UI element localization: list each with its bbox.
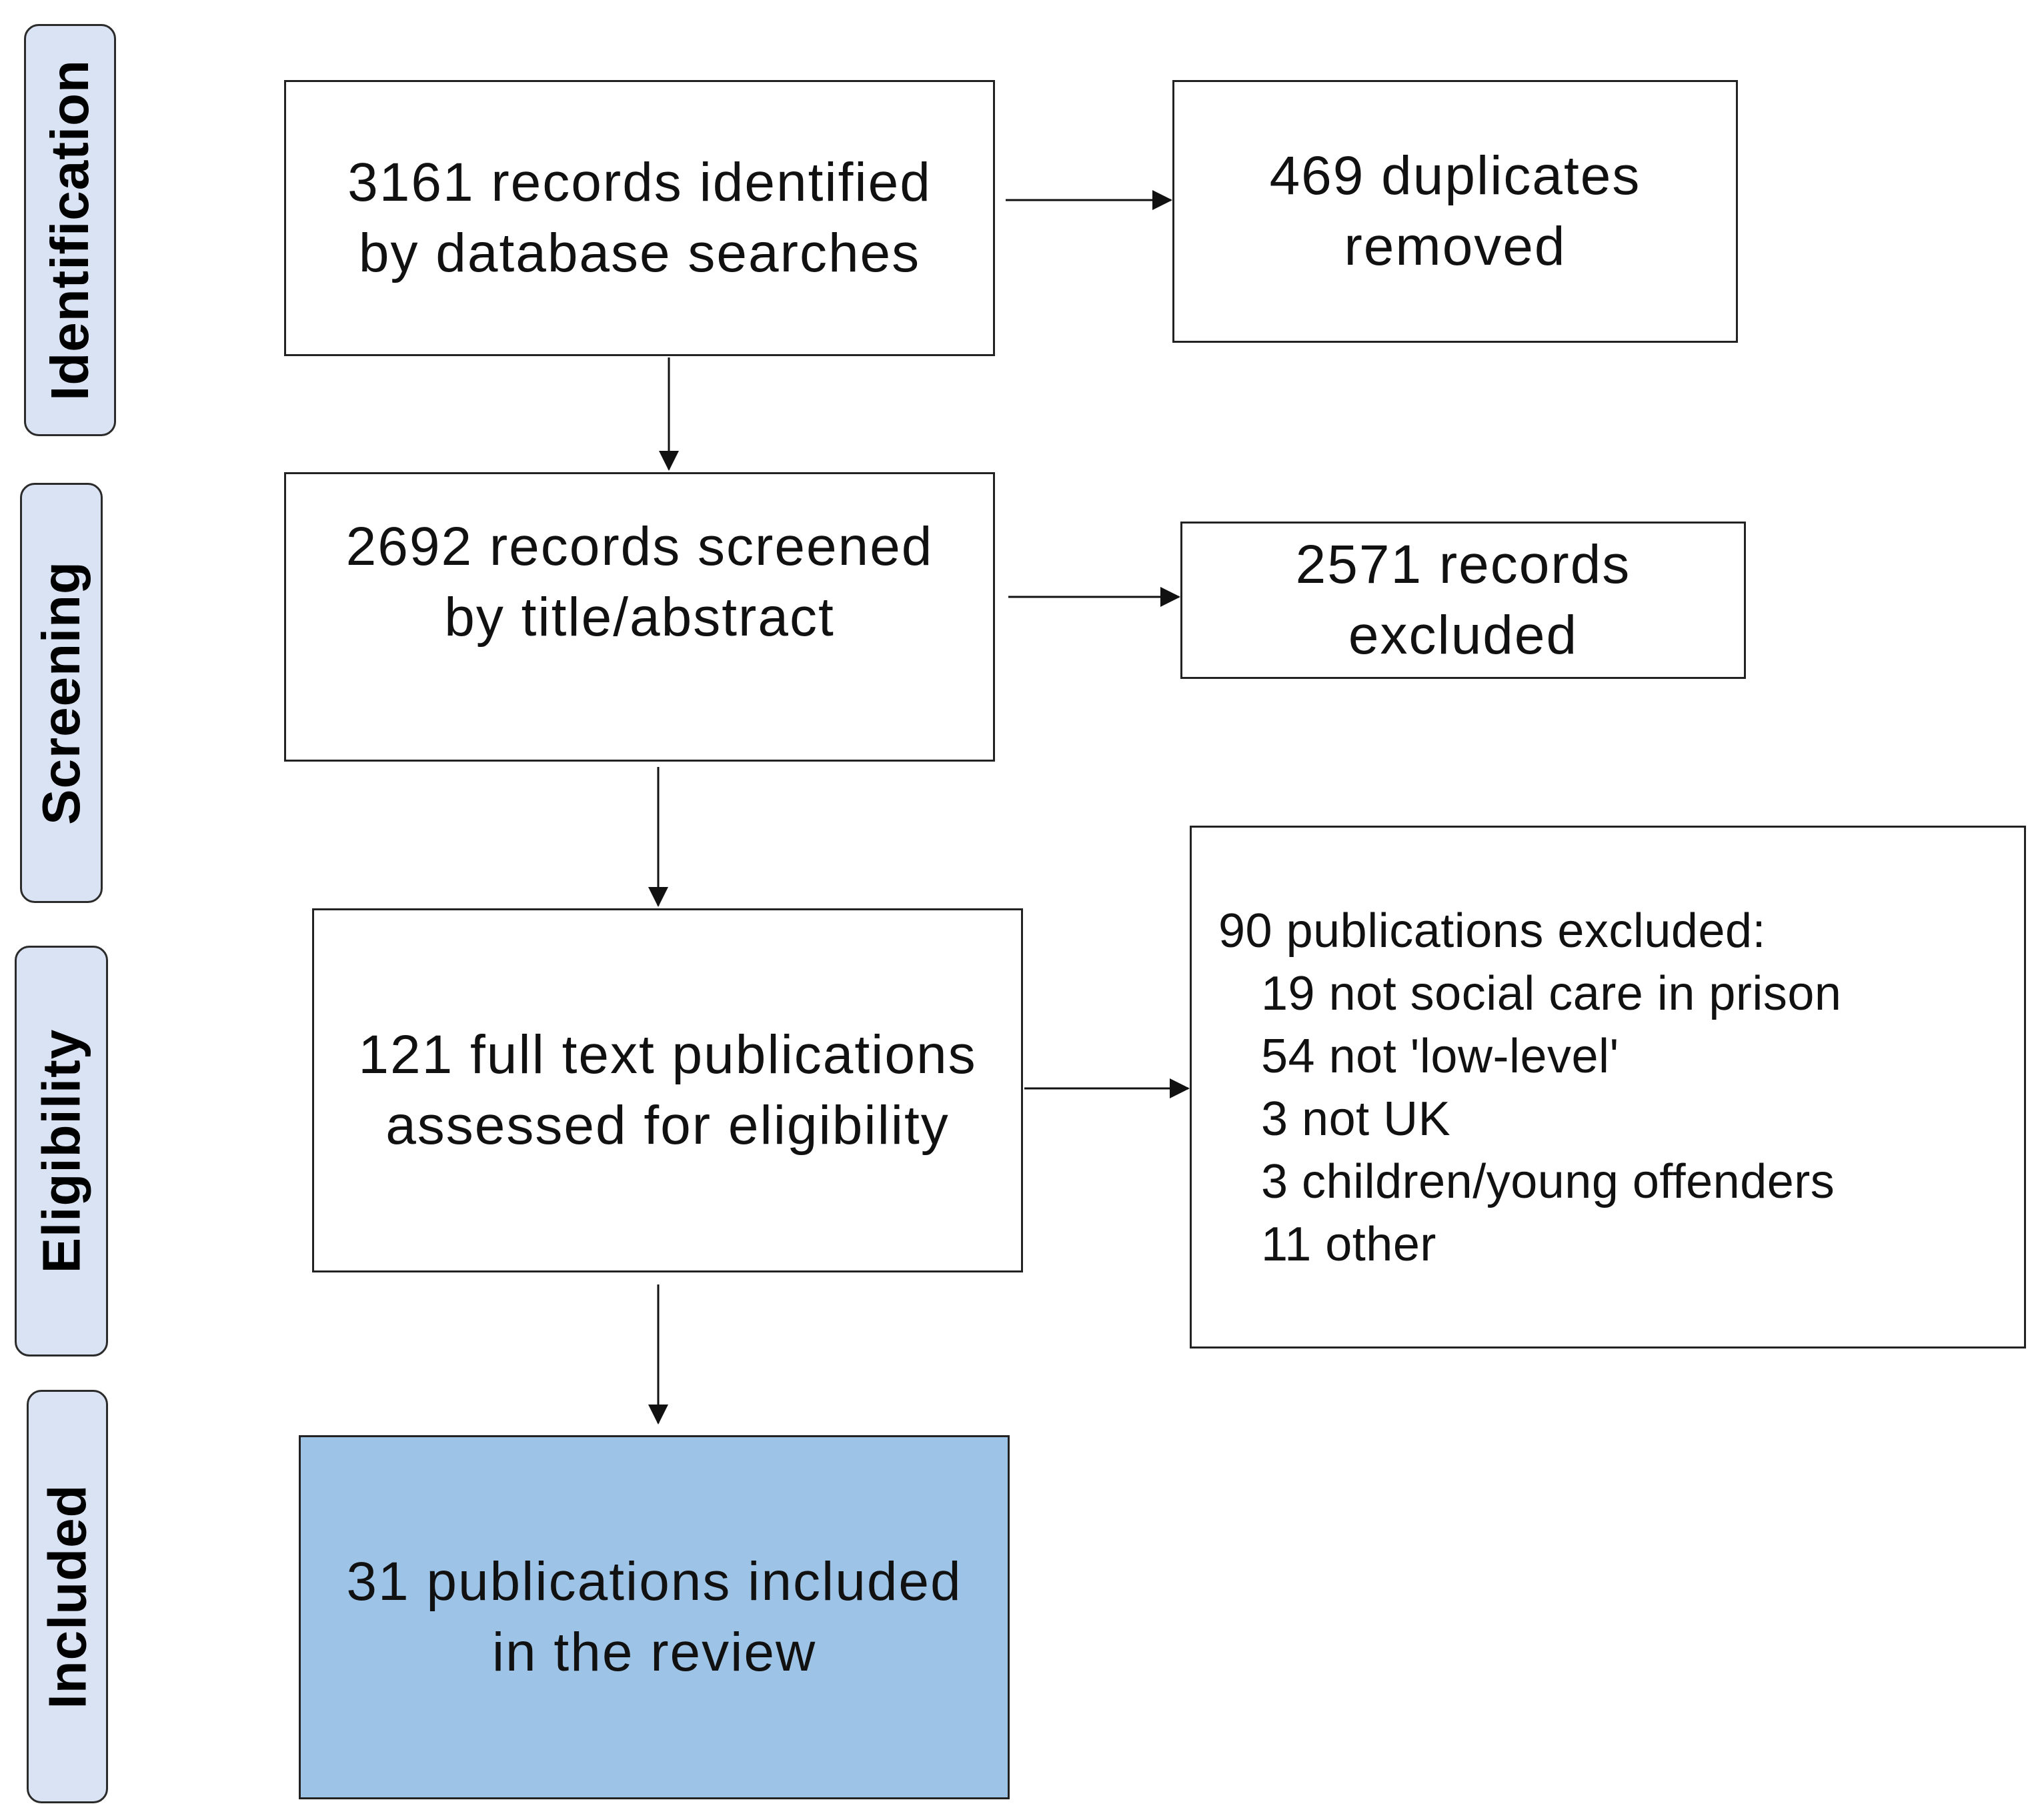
box-line: 31 publications included bbox=[346, 1551, 962, 1612]
box-line: 3161 records identified bbox=[347, 152, 932, 213]
box-line: assessed for eligibility bbox=[385, 1095, 950, 1156]
stage-screening: Screening bbox=[20, 483, 103, 903]
box-line: removed bbox=[1344, 216, 1567, 277]
box-records-excluded: 2571 records excluded bbox=[1180, 522, 1746, 679]
exclusion-reason: 3 children/young offenders bbox=[1261, 1155, 1835, 1208]
exclusion-reason: 54 not 'low-level' bbox=[1261, 1030, 1619, 1083]
box-line: 2692 records screened bbox=[345, 516, 934, 577]
exclusion-reason: 3 not UK bbox=[1261, 1092, 1451, 1146]
exclusion-heading: 90 publications excluded: bbox=[1218, 904, 1767, 958]
box-line: by database searches bbox=[358, 223, 921, 283]
stage-included: Included bbox=[27, 1390, 108, 1803]
box-publications-included: 31 publications included in the review bbox=[299, 1435, 1010, 1799]
box-line: 2571 records bbox=[1295, 534, 1631, 595]
box-line: in the review bbox=[491, 1622, 817, 1683]
box-records-identified: 3161 records identified by database sear… bbox=[284, 80, 995, 356]
box-line: by title/abstract bbox=[444, 587, 835, 648]
box-line: 121 full text publications bbox=[358, 1024, 977, 1085]
box-fulltext-assessed: 121 full text publications assessed for … bbox=[312, 908, 1023, 1272]
exclusion-reason: 11 other bbox=[1261, 1218, 1436, 1271]
box-duplicates-removed: 469 duplicates removed bbox=[1172, 80, 1738, 343]
box-line: 469 duplicates bbox=[1269, 145, 1641, 206]
box-records-screened: 2692 records screened by title/abstract bbox=[284, 472, 995, 762]
box-publications-excluded: 90 publications excluded: 19 not social … bbox=[1190, 826, 2026, 1348]
stage-identification: Identification bbox=[24, 24, 116, 436]
exclusion-reason: 19 not social care in prison bbox=[1261, 967, 1842, 1020]
box-line: excluded bbox=[1348, 605, 1579, 666]
stage-eligibility: Eligibility bbox=[15, 946, 108, 1356]
